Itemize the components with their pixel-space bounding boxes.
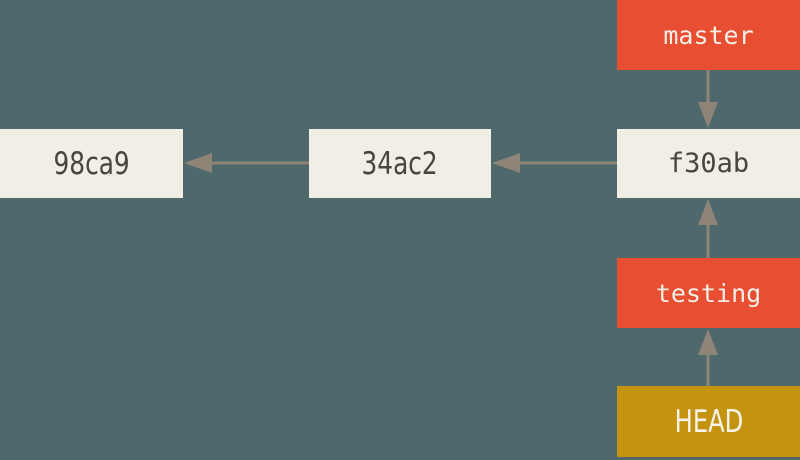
commit-node-98ca9: 98ca9 bbox=[0, 129, 183, 198]
commit-node-f30ab: f30ab bbox=[617, 129, 800, 198]
commit-id-label: 98ca9 bbox=[53, 145, 130, 182]
arrow-testing-to-f30ab bbox=[698, 199, 718, 258]
commit-node-34ac2: 34ac2 bbox=[309, 129, 491, 198]
branch-label: testing bbox=[655, 278, 762, 308]
head-pointer: HEAD bbox=[617, 386, 800, 457]
commit-id-label: 34ac2 bbox=[361, 145, 439, 182]
branch-label: master bbox=[663, 20, 754, 50]
head-label: HEAD bbox=[674, 403, 743, 440]
branch-pointer-testing: testing bbox=[617, 258, 800, 328]
arrow-master-to-f30ab bbox=[698, 70, 718, 128]
commit-id-label: f30ab bbox=[667, 148, 750, 179]
branch-pointer-master: master bbox=[617, 0, 800, 70]
arrow-34ac2-to-98ca9 bbox=[184, 153, 309, 173]
arrow-f30ab-to-34ac2 bbox=[492, 153, 617, 173]
arrow-head-to-testing bbox=[698, 329, 718, 386]
